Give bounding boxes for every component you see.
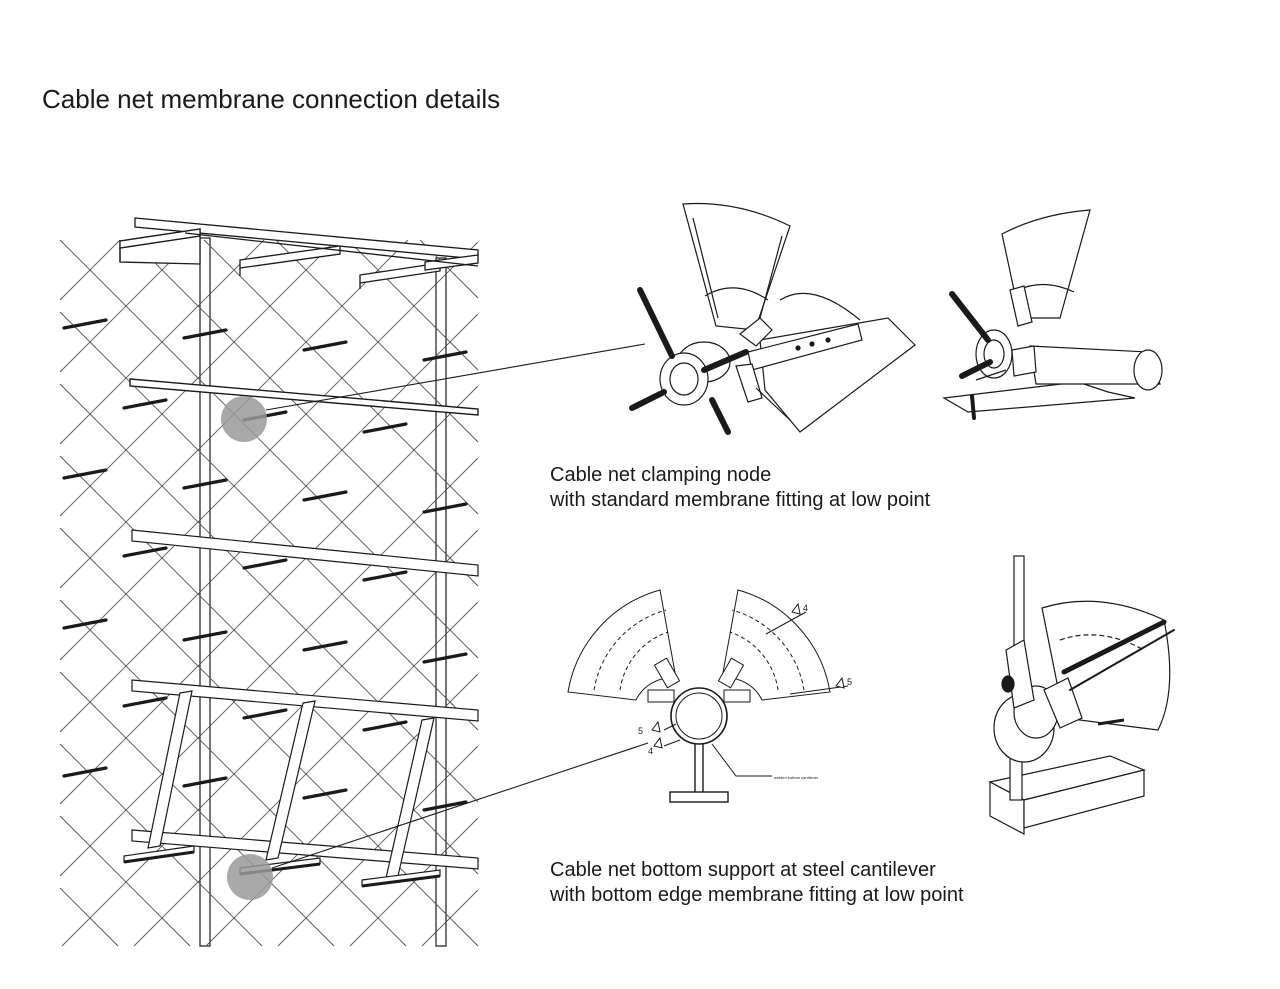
clamp-rod <box>122 696 168 708</box>
bottom-support-section: 4 5 5 4 welded bottom cantilever <box>567 589 852 803</box>
cable-strand <box>133 601 479 947</box>
clamp-rod <box>182 630 228 642</box>
weld-mark-4: 4 <box>648 746 653 756</box>
clamp-rod <box>302 788 348 800</box>
clamp-rod <box>62 618 108 630</box>
clamp-rod <box>182 478 228 490</box>
clamp-rod <box>422 502 468 514</box>
roof-beams <box>119 217 479 289</box>
cable-strand <box>59 241 479 661</box>
transom-beam <box>129 378 479 416</box>
cable-strand <box>61 529 479 947</box>
clamp-rod <box>422 652 468 664</box>
facade-structure <box>59 217 649 947</box>
clamp-rod <box>182 328 228 340</box>
cable-strand <box>59 239 479 659</box>
cable-strand <box>59 457 479 877</box>
bottom-support-caption: Cable net bottom support at steel cantil… <box>550 858 964 908</box>
section-note: welded bottom cantilever <box>774 775 819 780</box>
clamp-rod <box>422 350 468 362</box>
clamping-node-caption-line2: with standard membrane fitting at low po… <box>550 489 931 511</box>
clamp-rod <box>62 468 108 480</box>
cable-strand <box>59 385 479 805</box>
cable-strand <box>59 887 119 947</box>
weld-mark-2: 5 <box>847 677 852 687</box>
weld-mark-1: 4 <box>803 603 808 613</box>
bottom-support-perspective <box>988 555 1175 835</box>
clamp-rod <box>362 422 408 434</box>
clamp-rod <box>362 570 408 582</box>
steel-cantilevers <box>123 690 441 888</box>
clamp-rod <box>362 720 408 732</box>
highlight-bottom-support <box>227 854 273 900</box>
highlight-clamping-node <box>221 396 267 442</box>
cable-strand <box>59 671 335 947</box>
clamp-rod <box>242 708 288 720</box>
clamp-rod <box>422 800 468 812</box>
clamp-rod <box>122 398 168 410</box>
leader-bottom-support <box>271 742 649 869</box>
bottom-support-caption-line1: Cable net bottom support at steel cantil… <box>550 859 936 881</box>
cable-strand <box>59 383 479 803</box>
page-title: Cable net membrane connection details <box>42 84 501 114</box>
clamp-rod <box>302 490 348 502</box>
clamp-rod <box>62 318 108 330</box>
cable-strand <box>421 889 479 947</box>
cable-strand <box>59 239 265 445</box>
cable-strand <box>59 743 263 947</box>
clamp-rod <box>302 640 348 652</box>
weld-mark-3: 5 <box>638 726 643 736</box>
clamp-rod <box>302 340 348 352</box>
steel-columns <box>199 237 447 947</box>
clamp-rod <box>242 558 288 570</box>
bottom-support-caption-line2: with bottom edge membrane fitting at low… <box>550 884 964 906</box>
clamping-node-detail <box>629 202 916 435</box>
cable-strand <box>131 239 479 587</box>
cable-strand <box>203 239 479 515</box>
clamping-node-caption: Cable net clamping node with standard me… <box>550 463 930 513</box>
cable-net <box>59 239 479 947</box>
cable-strand <box>277 745 479 947</box>
clamp-rod <box>62 766 108 778</box>
cable-strand <box>59 313 479 733</box>
clamp-rod <box>122 546 168 558</box>
leader-clamping-node <box>265 343 646 411</box>
clamping-node-alt-detail <box>942 209 1163 420</box>
clamp-rod <box>182 776 228 788</box>
cable-strand <box>59 239 121 301</box>
cable-strand <box>59 815 191 947</box>
cable-strand <box>347 239 479 371</box>
clamping-node-caption-line1: Cable net clamping node <box>550 464 772 486</box>
cable-strand <box>59 599 407 947</box>
cable-strand <box>349 817 479 947</box>
